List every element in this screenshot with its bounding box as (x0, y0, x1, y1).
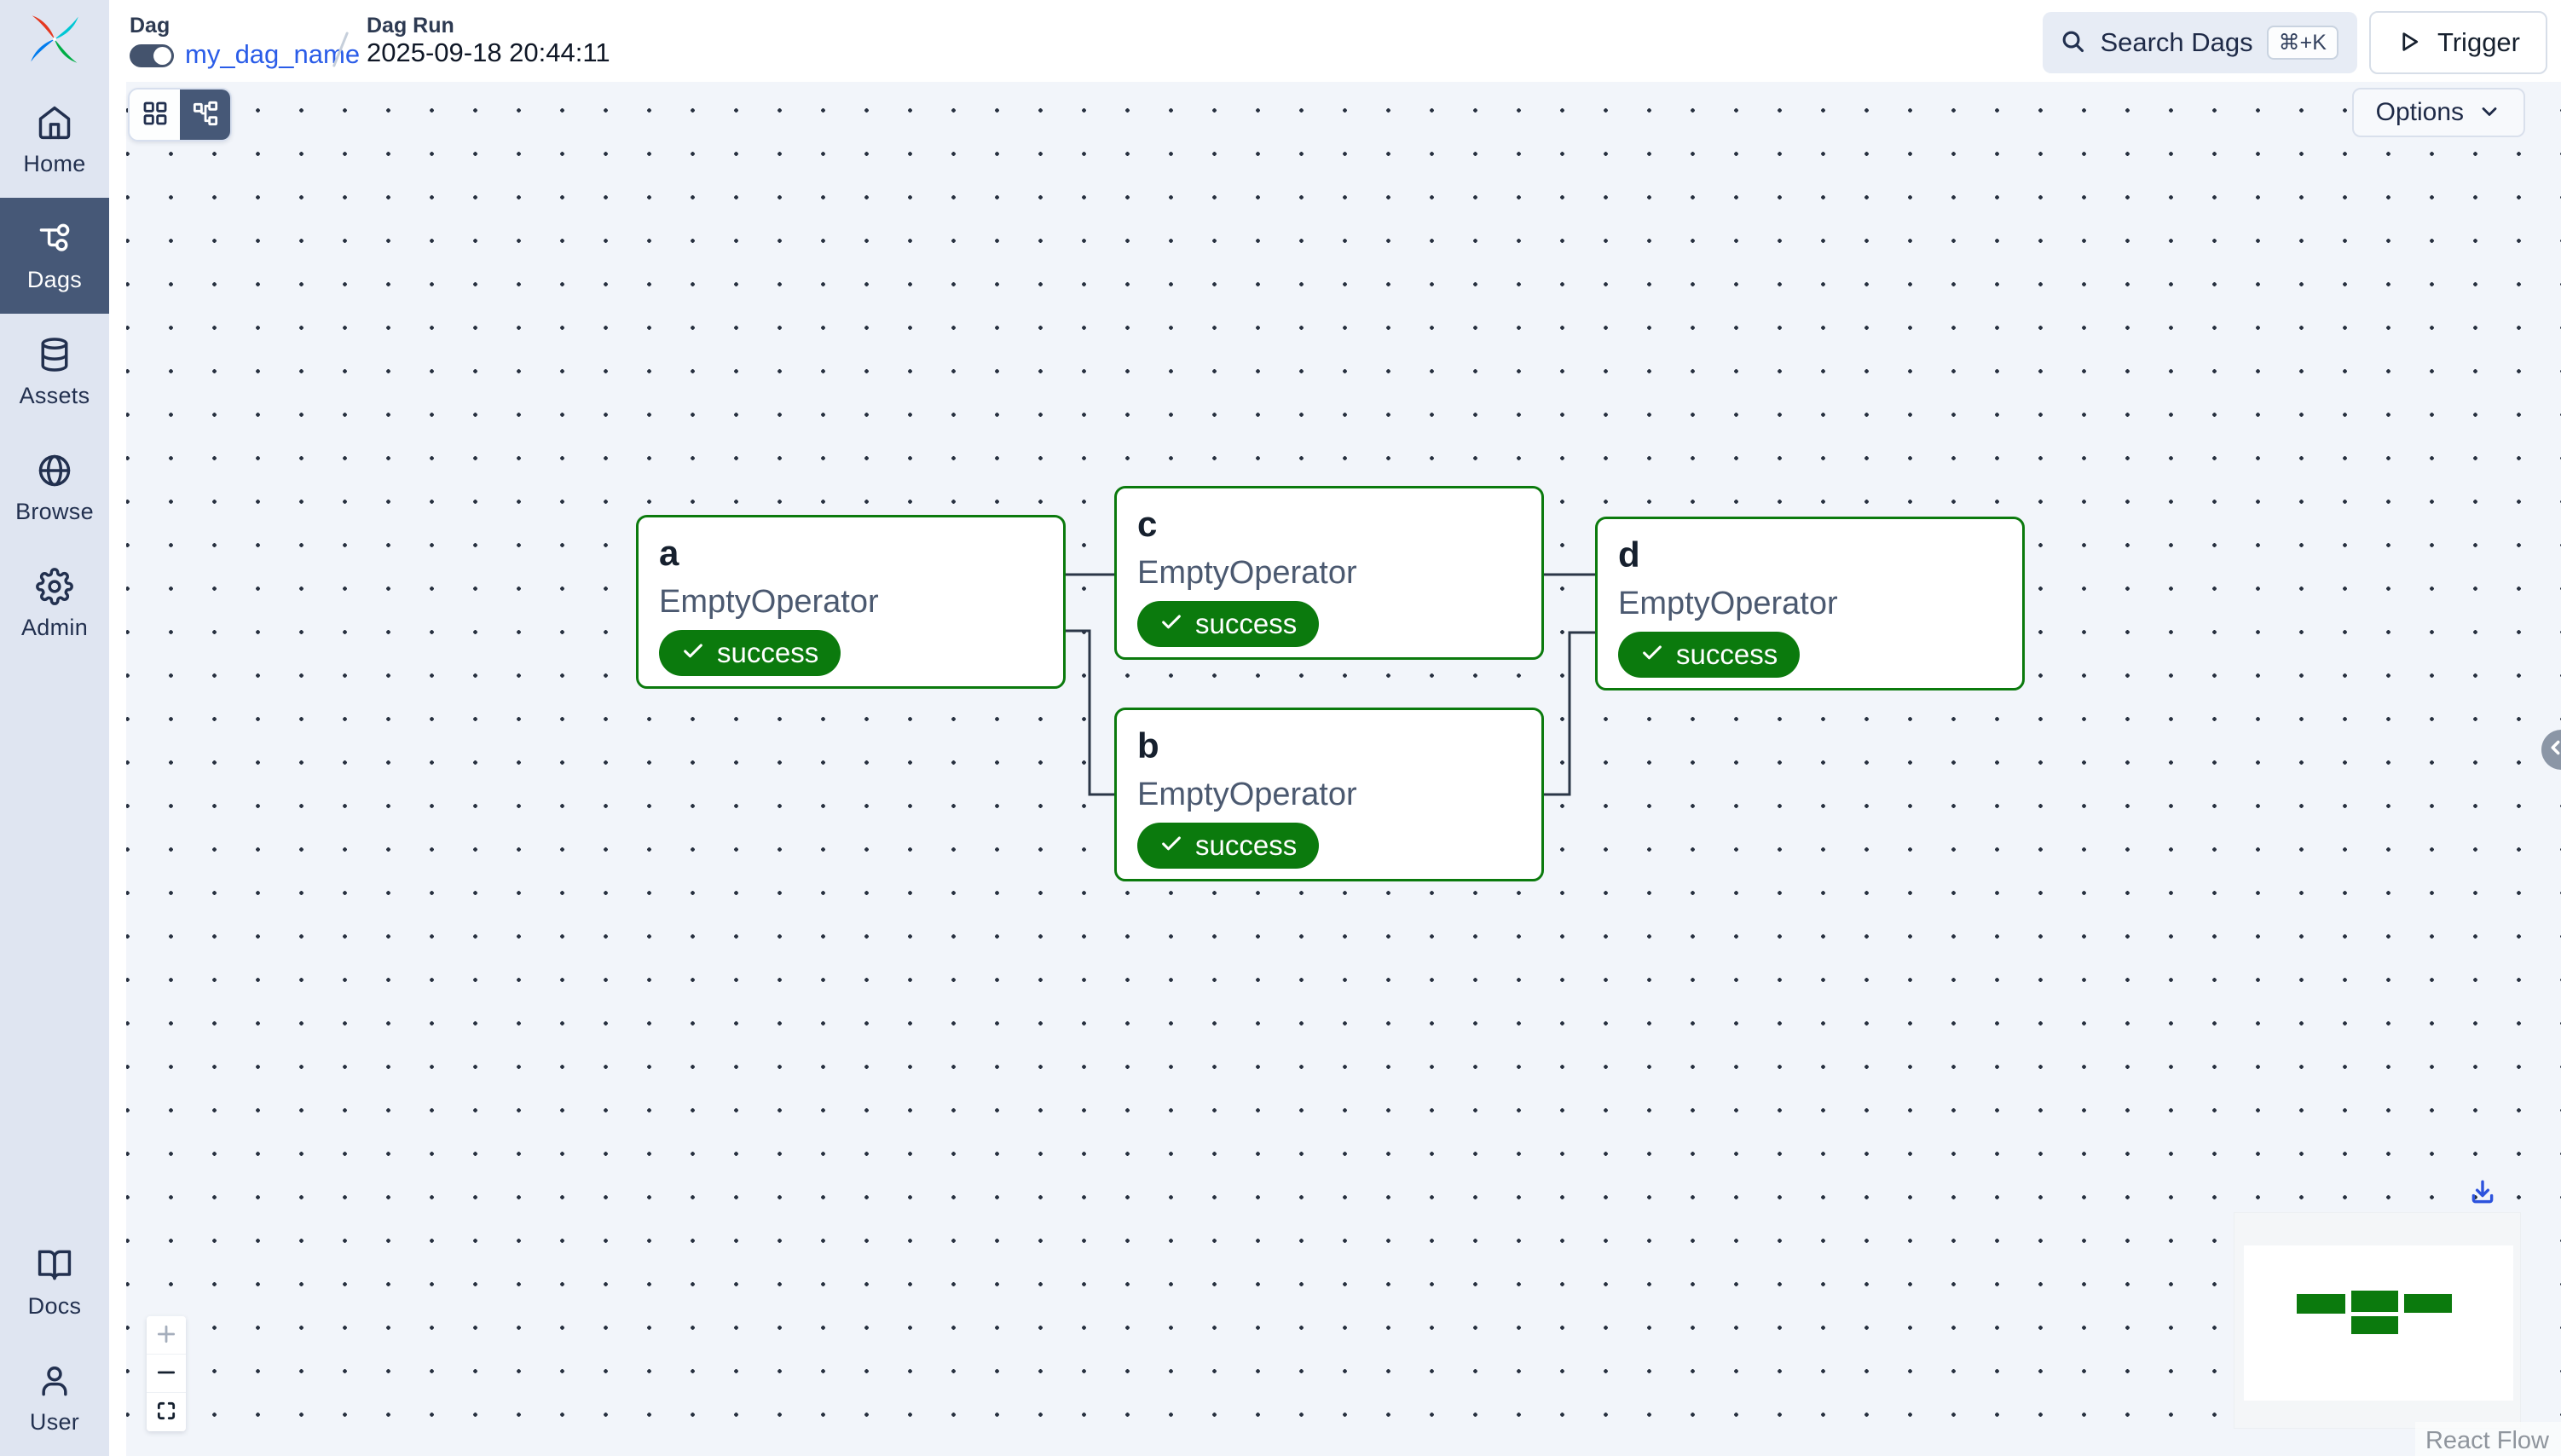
task-status-label: success (1195, 829, 1298, 862)
options-button[interactable]: Options (2351, 88, 2525, 137)
check-icon (1159, 832, 1183, 860)
task-status-label: success (1195, 608, 1298, 640)
sidebar-item-label: Admin (20, 614, 89, 640)
chevron-down-icon (2477, 100, 2501, 126)
header: Dag my_dag_name Dag Run 2025-09-18 20:44… (109, 0, 2561, 82)
task-status-badge: success (1618, 632, 1801, 679)
breadcrumb-dag-run-label: Dag Run (367, 14, 454, 38)
minimap[interactable] (2234, 1212, 2521, 1429)
minimap-node-b (2350, 1315, 2399, 1335)
sidebar-item-user[interactable]: User (0, 1340, 109, 1456)
grid-icon (142, 100, 169, 130)
chevron-left-icon (2545, 737, 2561, 763)
download-image-button[interactable] (2466, 1176, 2500, 1210)
dag-run-timestamp: 2025-09-18 20:44:11 (367, 38, 610, 67)
task-operator: EmptyOperator (1137, 555, 1357, 592)
task-node-c[interactable]: c EmptyOperator success (1114, 486, 1544, 660)
zoom-in-button[interactable] (147, 1316, 186, 1355)
sidebar: Home Dags Assets Browse Admin (0, 0, 109, 1456)
zoom-controls (147, 1316, 186, 1431)
sidebar-item-home[interactable]: Home (0, 82, 109, 198)
search-dags-label: Search Dags (2100, 27, 2253, 57)
open-panel-button[interactable] (2541, 730, 2561, 770)
graph-view-button[interactable] (180, 90, 230, 140)
search-icon (2060, 28, 2086, 57)
sidebar-item-label: Home (23, 150, 86, 176)
graph-icon (192, 100, 219, 130)
task-status-label: success (1676, 638, 1778, 671)
fit-view-button[interactable] (147, 1393, 186, 1431)
task-title: a (659, 533, 679, 573)
airflow-pinwheel-icon (26, 11, 83, 72)
task-operator: EmptyOperator (1618, 586, 1838, 622)
task-status-badge: success (659, 630, 841, 677)
user-icon (35, 1361, 74, 1401)
task-title: d (1618, 534, 1640, 575)
react-flow-attribution[interactable]: React Flow (2414, 1422, 2561, 1456)
sidebar-item-label: Dags (26, 266, 83, 292)
task-status-badge: success (1137, 823, 1320, 870)
book-icon (35, 1245, 74, 1285)
task-node-b[interactable]: b EmptyOperator success (1114, 708, 1544, 881)
airflow-logo[interactable] (0, 0, 109, 82)
trigger-label: Trigger (2437, 27, 2520, 57)
task-title: b (1137, 725, 1159, 766)
sidebar-item-label: Assets (19, 382, 90, 408)
sidebar-item-docs[interactable]: Docs (0, 1224, 109, 1340)
sidebar-item-browse[interactable]: Browse (0, 430, 109, 546)
header-actions: Search Dags ⌘+K Trigger (2043, 11, 2547, 74)
trigger-button[interactable]: Trigger (2368, 11, 2547, 74)
database-icon (35, 335, 74, 374)
gear-icon (35, 567, 74, 606)
globe-icon (35, 451, 74, 490)
plus-icon (155, 1323, 177, 1348)
dag-name-link[interactable]: my_dag_name (185, 39, 361, 69)
sidebar-item-label: Docs (27, 1292, 82, 1319)
minimap-node-c (2350, 1290, 2399, 1313)
options-label: Options (2375, 98, 2464, 126)
task-status-label: success (717, 637, 819, 669)
breadcrumb-dag-label: Dag (130, 14, 171, 38)
sidebar-item-label: User (29, 1408, 80, 1435)
sidebar-item-label: Browse (15, 498, 94, 524)
sidebar-item-assets[interactable]: Assets (0, 314, 109, 430)
search-shortcut-badge: ⌘+K (2266, 26, 2338, 60)
check-icon (1159, 610, 1183, 638)
search-dags-button[interactable]: Search Dags ⌘+K (2043, 12, 2357, 73)
task-operator: EmptyOperator (1137, 777, 1357, 813)
task-status-badge: success (1137, 601, 1320, 648)
zoom-out-button[interactable] (147, 1355, 186, 1393)
check-icon (1640, 641, 1664, 669)
task-operator: EmptyOperator (659, 584, 879, 621)
task-node-a[interactable]: a EmptyOperator success (636, 515, 1066, 689)
fit-view-icon (155, 1400, 177, 1424)
grid-view-button[interactable] (130, 90, 180, 140)
toggle-knob (153, 47, 171, 65)
minimap-node-d (2403, 1293, 2453, 1314)
home-icon (35, 103, 74, 142)
check-icon (681, 639, 705, 667)
view-mode-toggle (128, 88, 232, 142)
dag-pause-toggle[interactable] (130, 44, 174, 67)
canvas-overlay: React Flow (126, 82, 2561, 1456)
dag-graph-icon (35, 219, 74, 258)
minimap-node-a (2296, 1293, 2346, 1314)
sidebar-item-dags[interactable]: Dags (0, 198, 109, 314)
task-node-d[interactable]: d EmptyOperator success (1595, 517, 2025, 690)
sidebar-spacer (0, 662, 109, 1224)
task-title: c (1137, 504, 1158, 544)
minus-icon (155, 1361, 177, 1386)
sidebar-item-admin[interactable]: Admin (0, 546, 109, 662)
play-icon (2396, 29, 2422, 57)
download-icon (2468, 1178, 2497, 1210)
